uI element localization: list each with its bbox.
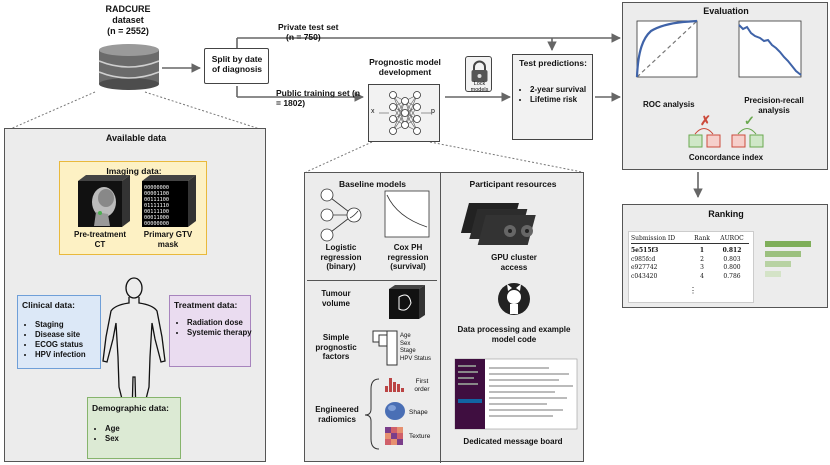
treatment-box: Treatment data: Radiation dose Systemic … <box>169 295 252 367</box>
ranking-row: 5e515f3 1 0.812 <box>631 247 749 256</box>
treatment-item: Systemic therapy <box>187 328 257 338</box>
texture-icon <box>385 427 403 445</box>
svg-text:00111100: 00111100 <box>144 209 169 215</box>
test-prediction-item: 2-year survival <box>530 85 602 95</box>
ranking-row: e927742 3 0.800 <box>631 264 749 273</box>
model-dev-title: Prognostic model development <box>369 57 441 78</box>
shape-label: Shape <box>409 409 428 416</box>
pr-label: Precision-recall analysis <box>744 96 804 115</box>
model-dev-box: x p <box>368 84 440 142</box>
ranking-bars <box>765 241 811 277</box>
ranking-cell: 0.812 <box>722 247 742 254</box>
ranking-cell: 0.786 <box>723 272 741 280</box>
clinical-item: Disease site <box>35 330 86 340</box>
pr-chart <box>738 20 802 78</box>
svg-text:00000000: 00000000 <box>144 221 169 227</box>
available-data-panel: Available data Imaging data: 00000000 00… <box>4 128 266 462</box>
check-mark: ✓ <box>744 113 755 128</box>
demographic-item: Age <box>105 424 120 434</box>
radiomics-brace <box>364 378 380 450</box>
ranking-cell: 5e515f3 <box>631 247 659 254</box>
roc-chart <box>635 19 698 78</box>
cross-mark: ✗ <box>700 113 711 128</box>
message-board-image <box>454 358 578 430</box>
concordance-icon <box>688 128 764 148</box>
svg-text:00111100: 00111100 <box>144 197 169 203</box>
clinical-box: Clinical data: Staging Disease site ECOG… <box>17 295 101 369</box>
evaluation-panel: Evaluation ROC analysis Precision-recall… <box>622 2 828 170</box>
ranking-panel: Ranking Submission ID Rank AUROC 5e515f3… <box>622 204 828 308</box>
demographic-box: Demographic data: Age Sex <box>87 397 181 459</box>
logistic-regression-icon <box>320 188 362 242</box>
mask-label: Primary GTV mask <box>143 230 193 249</box>
mask-image: 00000000 00001100 00111100 01111110 0011… <box>142 175 196 227</box>
imaging-box: Imaging data: 00000000 00001100 00111100… <box>59 161 207 255</box>
ranking-cell: 0.800 <box>723 264 741 271</box>
svg-text:00001100: 00001100 <box>144 191 169 197</box>
database-icon <box>98 44 160 90</box>
cox-ph-icon <box>384 190 430 238</box>
roc-label: ROC analysis <box>643 100 695 109</box>
clinical-item: ECOG status <box>35 340 86 350</box>
test-prediction-item: Lifetime risk <box>530 95 602 105</box>
ranking-cell: c043420 <box>631 272 658 280</box>
svg-text:01111110: 01111110 <box>144 203 169 209</box>
svg-text:00000000: 00000000 <box>144 185 169 191</box>
ranking-cell: c985fcd <box>631 255 656 263</box>
ct-image <box>78 175 130 227</box>
github-icon <box>498 283 530 315</box>
lock-box: Lock models <box>465 56 492 92</box>
ranking-cell: e927742 <box>631 264 658 271</box>
ct-label: Pre-treatment CT <box>74 230 127 249</box>
simple-label: Simple prognostic factors <box>315 333 357 362</box>
demographic-item: Sex <box>105 434 120 444</box>
split-box: Split by date of diagnosis <box>204 48 269 84</box>
radiomics-label: Engineered radiomics <box>315 405 359 424</box>
first-order-label: First order <box>414 378 430 393</box>
ranking-header: AUROC <box>720 235 744 242</box>
ranking-row: c043420 4 0.786 <box>631 273 749 282</box>
simple-items: Age Sex Stage HPV Status <box>400 333 432 362</box>
baseline-title: Baseline models <box>338 179 407 189</box>
simple-factors-icon <box>372 330 398 366</box>
code-label: Data processing and example model code <box>457 325 571 344</box>
ranking-ellipsis: ⋮ <box>689 286 697 295</box>
texture-label: Texture <box>409 433 431 440</box>
test-predictions-box: Test predictions: 2-year survival Lifeti… <box>512 54 593 140</box>
public-set-label: Public training set (n = 1802) <box>276 88 361 109</box>
ranking-cell: 1 <box>699 247 705 254</box>
neural-network-icon <box>379 91 431 135</box>
baseline-resources-panel: Baseline models Participant resources <box>304 172 584 463</box>
logistic-label: Logistic regression (binary) <box>320 243 362 272</box>
clinical-item: Staging <box>35 320 86 330</box>
gpu-label: GPU cluster access <box>491 253 537 272</box>
gpu-icon <box>460 203 536 245</box>
ranking-row: c985fcd 2 0.803 <box>631 256 749 265</box>
concordance-label: Concordance index <box>688 153 764 162</box>
treatment-item: Radiation dose <box>187 318 257 328</box>
coxph-label: Cox PH regression (survival) <box>387 243 429 272</box>
tumour-volume-icon <box>389 285 425 319</box>
ranking-header: Rank <box>694 235 710 242</box>
board-label: Dedicated message board <box>463 437 563 446</box>
ranking-header: Submission ID <box>631 235 676 242</box>
ranking-cell: 2 <box>700 255 704 263</box>
clinical-item: HPV infection <box>35 350 86 360</box>
person-icon <box>102 277 166 416</box>
private-set-label: Private test set(n = 750) <box>278 22 339 43</box>
resources-title: Participant resources <box>469 179 557 189</box>
volume-label: Tumour volume <box>321 289 351 308</box>
ranking-table: Submission ID Rank AUROC 5e515f3 1 0.812 c9… <box>628 231 754 303</box>
svg-text:00011000: 00011000 <box>144 215 169 221</box>
ranking-cell: 3 <box>700 264 704 271</box>
ranking-cell: 4 <box>700 272 704 280</box>
first-order-icon <box>385 378 404 392</box>
lock-icon <box>471 60 488 82</box>
ranking-cell: 0.803 <box>723 255 741 263</box>
shape-icon <box>385 402 405 420</box>
